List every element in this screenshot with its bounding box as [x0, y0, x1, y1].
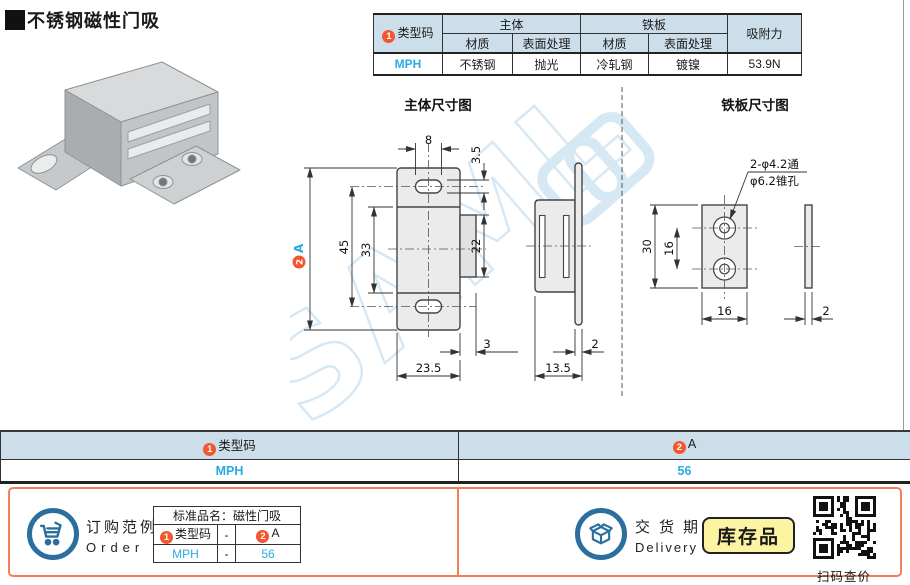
- spec-header-plate-material: 材质: [581, 34, 649, 54]
- page-title: 不锈钢磁性门吸: [5, 7, 160, 33]
- circled-1-badge: 1: [382, 30, 395, 43]
- dimension-drawings: SAML 主体尺寸图: [290, 85, 905, 425]
- dim-33: 33: [359, 243, 373, 258]
- stock-badge: 库存品: [702, 517, 795, 554]
- delivery-icon-circle: [575, 508, 627, 560]
- dim-30: 30: [640, 239, 654, 254]
- side-dim-labels: 13.5 2: [545, 337, 598, 375]
- delivery-label-en: Delivery: [635, 540, 707, 555]
- circled-2-badge: 2: [256, 530, 269, 543]
- delivery-label-cn: 交货期: [635, 516, 707, 537]
- spec-value-plate-material: 冷轧钢: [581, 53, 649, 75]
- dim-8: 8: [425, 133, 432, 147]
- spec-header-plate-surface: 表面处理: [649, 34, 728, 54]
- code-table-value-a: 56: [459, 460, 910, 483]
- spec-header-body-group: 主体: [443, 14, 581, 34]
- spec-value-body-surface: 抛光: [513, 53, 581, 75]
- qr-caption: 扫码查价: [811, 566, 877, 585]
- circled-2-badge: 2: [296, 259, 306, 265]
- order-table-value-row: MPH - 56: [154, 545, 301, 563]
- main-view-title: 主体尺寸图: [404, 97, 472, 114]
- dim-45: 45: [337, 240, 351, 255]
- order-dash-2: -: [218, 545, 236, 563]
- dim-3-5: 3.5: [469, 146, 483, 164]
- dim-13-5: 13.5: [545, 361, 571, 375]
- order-labels: 订购范例 Order: [86, 516, 158, 555]
- dim-23-5: 23.5: [416, 361, 442, 375]
- dim-a-letter: A: [292, 243, 306, 253]
- qr-block: 扫码查价: [811, 496, 877, 585]
- plate-note-2: φ6.2锥孔: [750, 174, 799, 188]
- spec-value-body-material: 不锈钢: [443, 53, 513, 75]
- page-title-text: 不锈钢磁性门吸: [27, 7, 160, 33]
- order-label-cn: 订购范例: [86, 516, 158, 537]
- dim-2-side: 2: [591, 337, 598, 351]
- spec-data-row: MPH 不锈钢 抛光 冷轧钢 镀镍 53.9N: [374, 53, 802, 75]
- dim-2-thickness: 2: [822, 304, 829, 318]
- spec-value-type-code: MPH: [374, 53, 443, 75]
- dim-16-vertical: 16: [662, 241, 676, 256]
- order-value-a: 56: [236, 545, 301, 563]
- dim-16-width: 16: [717, 304, 732, 318]
- product-photo: [10, 52, 290, 257]
- cart-icon-circle: [27, 508, 79, 560]
- dim-overall-height: 2 A: [292, 243, 306, 269]
- code-table-value-type: MPH: [1, 460, 459, 483]
- spec-header-body-surface: 表面处理: [513, 34, 581, 54]
- circled-2-badge: 2: [673, 441, 686, 454]
- plate-note-1: 2-φ4.2通: [750, 157, 799, 171]
- shopping-cart-icon: [38, 519, 68, 549]
- circled-1-badge: 1: [160, 531, 173, 544]
- order-table-title: 标准品名：磁性门吸: [154, 507, 301, 525]
- order-dash-1: -: [218, 525, 236, 545]
- spec-value-force: 53.9N: [728, 53, 802, 75]
- spec-header-plate-group: 铁板: [581, 14, 728, 34]
- photo-plate-hole-1-center: [188, 155, 196, 163]
- spec-value-plate-surface: 镀镍: [649, 53, 728, 75]
- circled-1-badge: 1: [203, 443, 216, 456]
- spec-header-body-material: 材质: [443, 34, 513, 54]
- order-table-title-row: 标准品名：磁性门吸: [154, 507, 301, 525]
- spec-header-force: 吸附力: [728, 14, 802, 53]
- package-box-icon: [587, 520, 615, 548]
- dim-22: 22: [469, 239, 483, 254]
- order-label-en: Order: [86, 540, 158, 555]
- delivery-section: 交货期 Delivery 库存品 扫码查价: [457, 489, 900, 575]
- plate-view-title: 铁板尺寸图: [721, 97, 789, 114]
- dim-3: 3: [483, 337, 490, 351]
- code-table-value-row: MPH 56: [1, 460, 910, 483]
- photo-plate-hole-2-center: [159, 178, 167, 186]
- order-value-type: MPH: [154, 545, 218, 563]
- delivery-labels: 交货期 Delivery: [635, 516, 707, 555]
- qr-code: [813, 496, 876, 559]
- title-square-marker: [5, 10, 25, 30]
